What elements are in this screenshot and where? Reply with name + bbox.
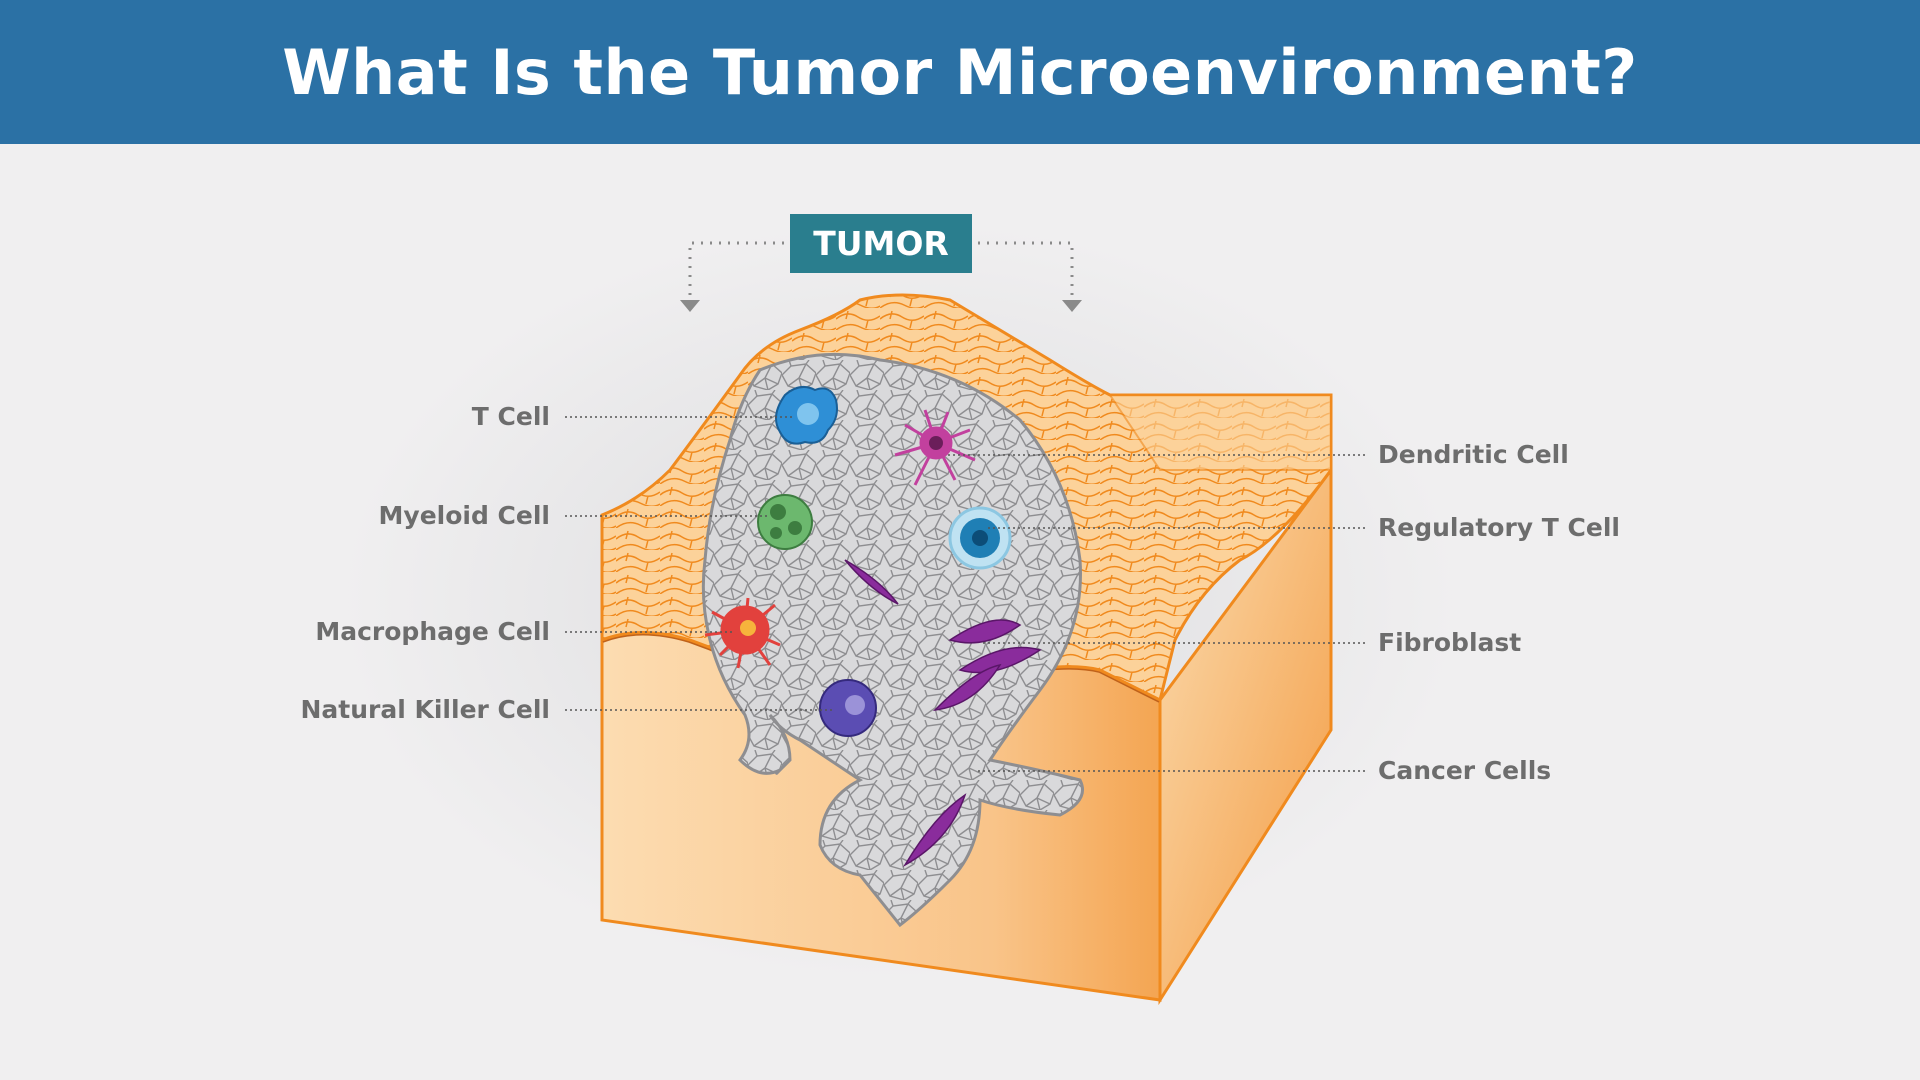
label-macrophage-cell: Macrophage Cell xyxy=(315,617,550,646)
natural-killer-cell-icon xyxy=(819,679,877,737)
bracket-arrow-right-icon xyxy=(1062,300,1082,312)
regulatory-t-cell-icon xyxy=(948,506,1012,570)
label-dendritic-cell: Dendritic Cell xyxy=(1378,440,1569,469)
tumor-label: TUMOR xyxy=(790,214,972,273)
title-banner: What Is the Tumor Microenvironment? xyxy=(0,0,1920,144)
myeloid-cell-icon xyxy=(757,494,813,550)
label-t-cell: T Cell xyxy=(471,402,550,431)
leader-lines xyxy=(565,416,1365,772)
label-myeloid-cell: Myeloid Cell xyxy=(378,501,550,530)
label-regulatory-t-cell: Regulatory T Cell xyxy=(1378,513,1620,542)
label-cancer-cells: Cancer Cells xyxy=(1378,756,1552,785)
label-natural-killer-cell: Natural Killer Cell xyxy=(300,695,550,724)
t-cell-icon xyxy=(775,385,838,445)
tumor-mass xyxy=(701,352,1084,928)
macrophage-cell-icon xyxy=(704,597,781,669)
bracket-arrow-left-icon xyxy=(680,300,700,312)
page-title: What Is the Tumor Microenvironment? xyxy=(282,35,1638,109)
label-fibroblast: Fibroblast xyxy=(1378,628,1522,657)
fibroblast-icon xyxy=(844,559,1042,868)
dendritic-cell-icon xyxy=(894,409,976,486)
